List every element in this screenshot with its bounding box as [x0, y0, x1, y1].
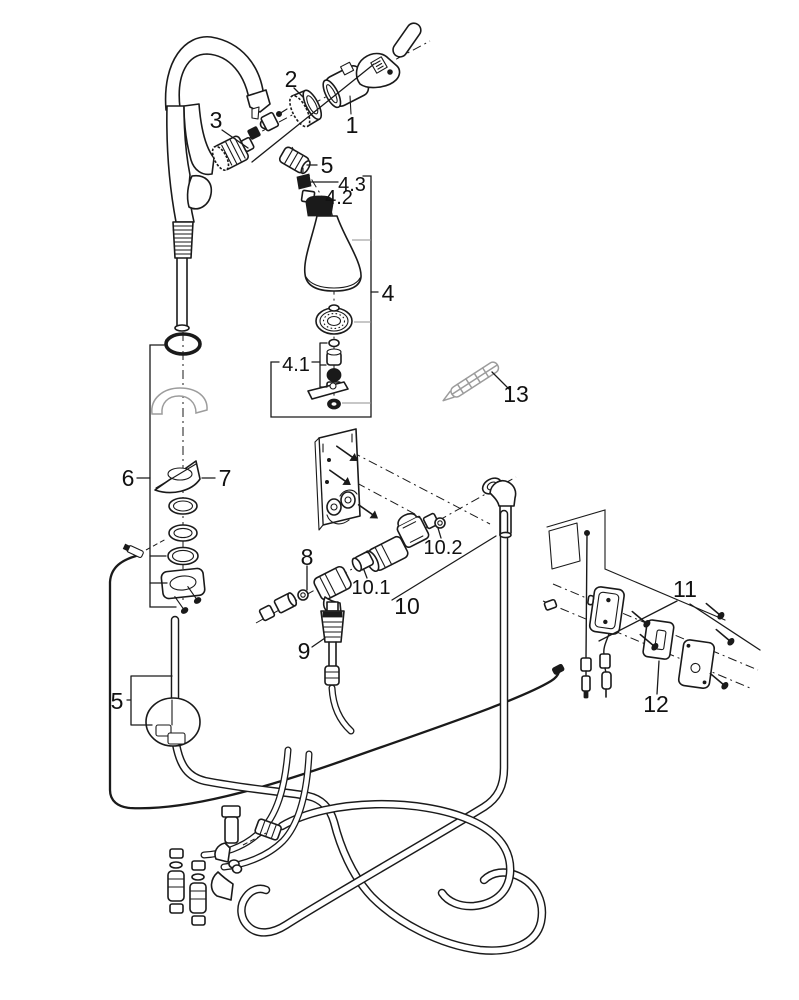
- battery-box: [677, 639, 716, 690]
- pullout-hose: [170, 615, 547, 955]
- cable-end-connector: [552, 663, 565, 675]
- cable-plug-tip: [122, 543, 144, 558]
- bracket-part5-bottom: [126, 675, 173, 726]
- ring-part10-2: [434, 517, 446, 529]
- washer-leader-dash: [145, 538, 167, 551]
- solenoid-valve-box: [587, 586, 625, 635]
- label-7: 7: [219, 465, 232, 491]
- label-4-1: 4.1: [282, 354, 310, 376]
- template-card: [548, 522, 581, 570]
- label-8: 8: [301, 544, 314, 570]
- spout-tip: [246, 89, 271, 120]
- escutcheon: [151, 387, 208, 415]
- clip-part: [543, 598, 558, 611]
- label-4-2: 4.2: [325, 187, 353, 209]
- connector-hose-stub: [328, 684, 355, 735]
- clamp-wedge-part7: [154, 460, 201, 494]
- part-labels: 2 1 3 5 4.3 4.2 4 4.1 13 6 7 8 10.2 10.1…: [111, 66, 697, 717]
- wall-corner-lines: [546, 509, 726, 621]
- thin-signal-cable: [580, 530, 592, 699]
- label-5-bottom: 5: [111, 688, 124, 714]
- cartridge-part3: [211, 135, 255, 172]
- label-11: 11: [673, 576, 697, 602]
- adapter-part10-1: [351, 551, 375, 572]
- spray-face: [315, 304, 353, 335]
- wand-tube: [174, 257, 190, 332]
- spray-head-part4: [303, 195, 362, 292]
- bracket-part6: [136, 344, 177, 608]
- label-3: 3: [210, 107, 223, 133]
- bracket-part1: [251, 63, 375, 163]
- leader-part2: [293, 87, 304, 98]
- diverter-valve-part10: [364, 512, 440, 573]
- grease-tool-part13: [442, 361, 510, 402]
- washer-stack: [167, 497, 199, 566]
- hose-connector-part5-top: [278, 146, 311, 175]
- backflow-preventer: [296, 167, 312, 190]
- label-10-1: 10.1: [352, 577, 391, 599]
- bracket-part11: [598, 600, 761, 651]
- leaders-10: [306, 527, 497, 648]
- label-2: 2: [285, 66, 298, 92]
- label-1: 1: [346, 112, 359, 138]
- cartridge-small-parts: [247, 108, 288, 140]
- elbow-fitting: [481, 477, 517, 539]
- loop-hose: [277, 799, 515, 911]
- lever-handle-part1: [355, 22, 422, 89]
- mounting-base: [160, 567, 206, 614]
- label-4: 4: [382, 280, 395, 306]
- power-cable: [108, 554, 561, 810]
- label-10-2: 10.2: [424, 537, 463, 559]
- label-13: 13: [503, 381, 529, 407]
- cold-supply-hose: [237, 509, 509, 937]
- label-12: 12: [643, 691, 669, 717]
- box-screws: [631, 602, 735, 690]
- label-10: 10: [394, 593, 420, 619]
- hose-connector-part9: [320, 601, 345, 686]
- supply-fitting-cluster: [167, 805, 282, 926]
- label-5-top: 5: [321, 152, 334, 178]
- check-valve-assembly: [210, 805, 282, 901]
- leader-part12: [656, 660, 660, 695]
- label-6: 6: [122, 465, 135, 491]
- hose-bellows: [172, 221, 194, 259]
- label-4-3: 4.3: [338, 174, 366, 196]
- check-valve-set-4-1: [307, 338, 349, 410]
- label-9: 9: [298, 638, 311, 664]
- wall-bracket-plate: [314, 428, 379, 531]
- o-ring: [164, 332, 202, 356]
- hose-weight-ball: [145, 697, 201, 747]
- faucet-body: [164, 36, 271, 332]
- leader-part3: [221, 129, 249, 149]
- control-unit-part12: [642, 619, 675, 660]
- solenoid-cable-plug: [599, 633, 612, 698]
- bracket-part4: [270, 164, 379, 418]
